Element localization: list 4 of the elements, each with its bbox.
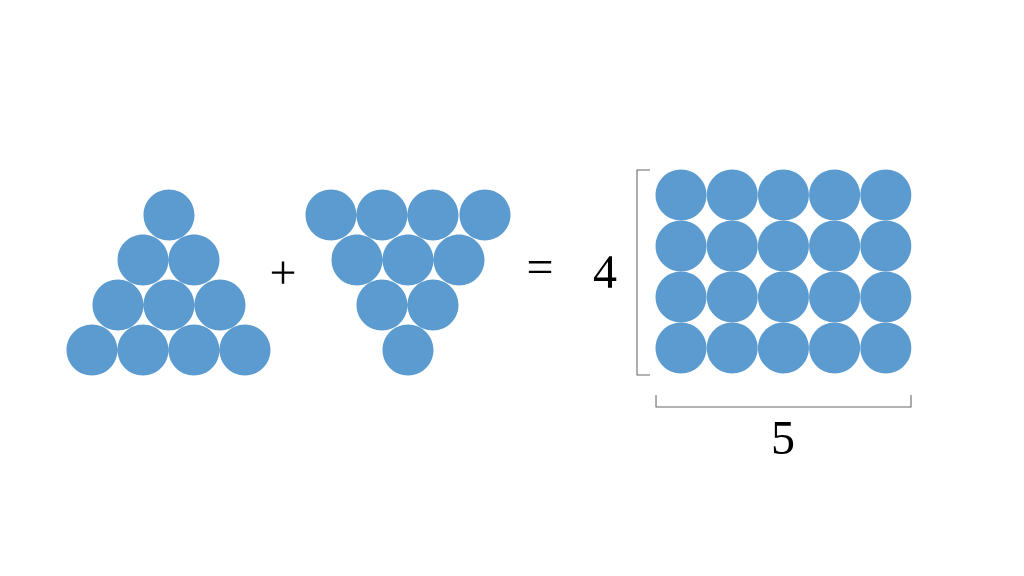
equals-sign: = [528,261,552,274]
dimension-label: 5 [773,422,794,454]
plus-sign: + [271,261,295,284]
dimension-label: 4 [593,256,617,288]
